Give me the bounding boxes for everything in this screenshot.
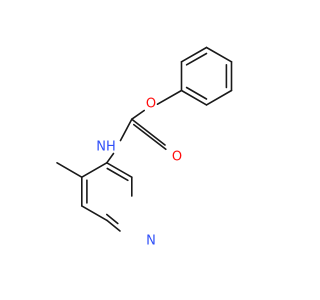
bond	[205, 89, 233, 106]
pyridine-nitrogen-label: N	[146, 234, 156, 249]
bond	[185, 52, 208, 66]
bond	[131, 109, 145, 120]
amide-nh-label: NH	[96, 140, 116, 155]
bond	[119, 118, 133, 142]
carbamate-group	[106, 89, 183, 164]
bond	[106, 213, 119, 225]
ester-oxygen-label: O	[146, 97, 156, 112]
carbonyl-oxygen-label: O	[172, 150, 182, 165]
bond	[185, 86, 208, 100]
phenyl-ring	[180, 46, 233, 106]
bond	[106, 167, 129, 182]
chemical-structure: O O NH N	[56, 46, 233, 249]
bond	[56, 162, 83, 178]
pyridine-ring	[56, 162, 133, 232]
bond	[81, 205, 108, 222]
bond	[106, 152, 115, 164]
bond	[133, 123, 167, 151]
bond	[156, 89, 183, 105]
bond	[131, 118, 166, 146]
bond	[81, 162, 108, 178]
bond	[180, 46, 208, 63]
bond	[205, 46, 233, 63]
bond	[180, 89, 208, 106]
bond	[106, 219, 121, 232]
bond	[106, 162, 133, 178]
